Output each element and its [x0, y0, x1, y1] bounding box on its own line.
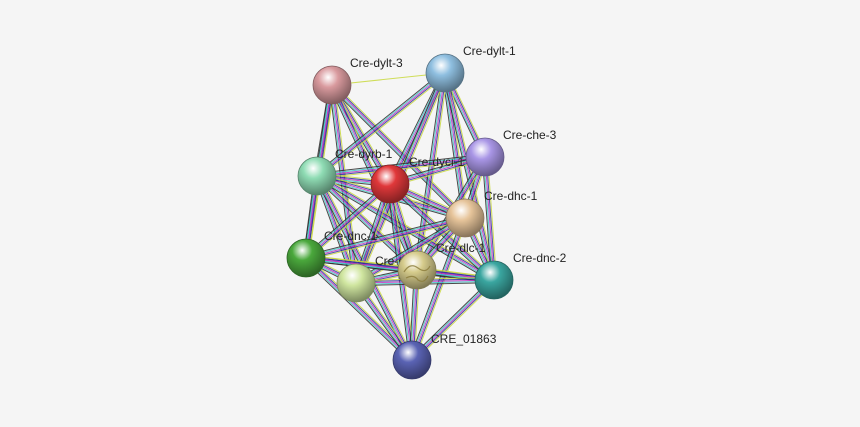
- node-label-cre-dnc-2: Cre-dnc-2: [513, 251, 567, 265]
- node-cre-dnc-2[interactable]: Cre-dnc-2: [474, 251, 567, 300]
- node-cre-dylt-3[interactable]: Cre-dylt-3: [312, 56, 403, 105]
- node-label-cre-dylt-3: Cre-dylt-3: [350, 56, 403, 70]
- node-label-cre-dhc-1: Cre-dhc-1: [484, 189, 538, 203]
- node-cre-01863[interactable]: CRE_01863: [392, 332, 497, 380]
- node-cre-che-3[interactable]: Cre-che-3: [465, 128, 557, 177]
- node-label-cre-che-3: Cre-che-3: [503, 128, 557, 142]
- edge-dhc1-dnc1: [305, 215, 466, 261]
- edge-dylt1-dyrb1: [315, 70, 447, 179]
- edge-dhc1-cre01863: [409, 216, 468, 362]
- node-cre-dyrb-1[interactable]: Cre-dyrb-1: [297, 147, 393, 196]
- node-cre-dnc-1[interactable]: Cre-dnc-1: [286, 229, 378, 278]
- edge-che3-dnc2: [481, 156, 498, 281]
- node-label-cre-dlc-1: Cre-dlc-1: [436, 241, 486, 255]
- node-cre-dlc-1[interactable]: Cre-dlc-1: [397, 241, 486, 290]
- node-label-cre-dnc-1: Cre-dnc-1: [324, 229, 378, 243]
- protein-structure-icon: [403, 265, 431, 282]
- node-label-cre-dylt-1: Cre-dylt-1: [463, 44, 516, 58]
- edge-dhc1-dli1: [354, 215, 467, 286]
- node-cre-dylt-1[interactable]: Cre-dylt-1: [425, 44, 516, 93]
- node-cre-dyci-1[interactable]: Cre-dyci-1: [370, 155, 465, 204]
- node-label-cre-dyrb-1: Cre-dyrb-1: [335, 147, 393, 161]
- network-nodes: Cre-dylt-3 Cre-dylt-1 Cre-che-3 Cre-dyrb…: [286, 44, 567, 380]
- edge-dylt3-dhc1: [329, 82, 468, 221]
- node-label-cre-01863: CRE_01863: [431, 332, 497, 346]
- node-label-cre-dyci-1: Cre-dyci-1: [409, 155, 465, 169]
- node-cre-dhc-1[interactable]: Cre-dhc-1: [445, 189, 538, 238]
